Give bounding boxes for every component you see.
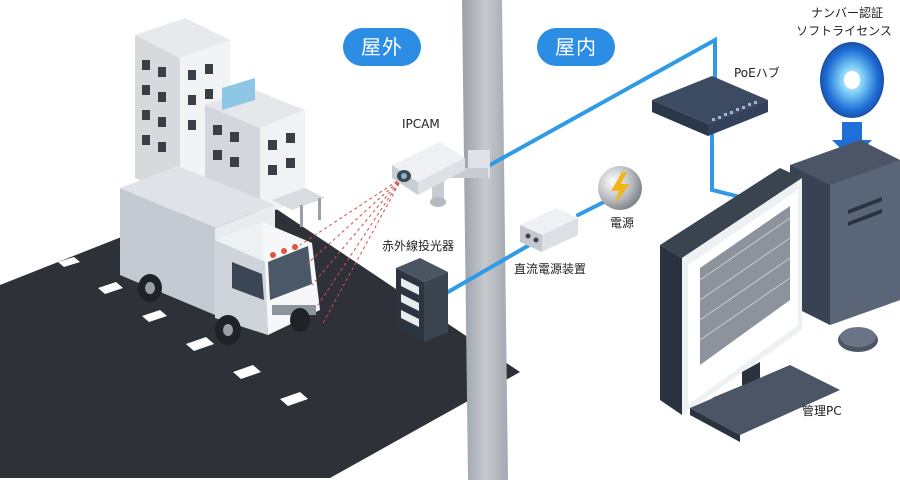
wall-divider — [462, 0, 508, 480]
indoor-zone-label: 屋内 — [537, 28, 615, 66]
network-switch-icon — [652, 76, 768, 136]
software-disc-icon — [820, 42, 884, 160]
dc-power-supply-label: 直流電源装置 — [514, 262, 587, 276]
poe-hub-label: PoEハブ — [734, 66, 780, 80]
admin-pc-label: 管理PC — [802, 404, 842, 418]
truck-icon — [120, 166, 320, 345]
ipcam-label: IPCAM — [402, 117, 440, 131]
ip-camera-icon — [392, 142, 490, 207]
ir-projector-icon — [396, 258, 448, 342]
lightning-bolt-icon — [598, 166, 642, 210]
outdoor-zone-label: 屋外 — [343, 28, 421, 66]
dc-power-supply-icon — [520, 208, 578, 252]
office-building-icon — [135, 18, 325, 227]
infrared-beam — [299, 177, 403, 326]
license-label-line2: ソフトライセンス — [796, 24, 892, 38]
power-label: 電源 — [610, 216, 635, 230]
desktop-pc-icon — [660, 140, 900, 442]
ir-projector-label: 赤外線投光器 — [382, 239, 455, 253]
license-label-line1: ナンバー認証 — [810, 6, 883, 20]
